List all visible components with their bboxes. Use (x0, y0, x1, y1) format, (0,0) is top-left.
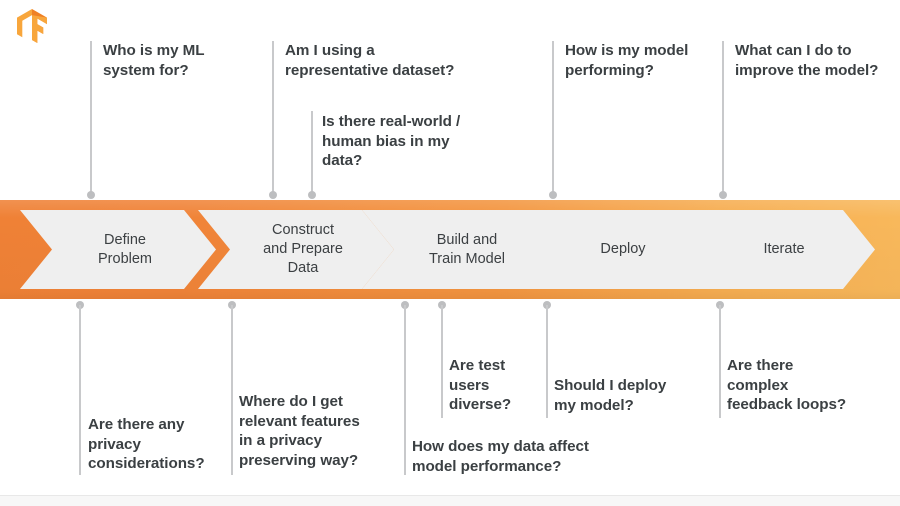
connector-dot-above-1 (87, 191, 95, 199)
pipeline-step-build-and-train-model[interactable]: Build and Train Model (362, 210, 558, 289)
connector-dot-above-5 (719, 191, 727, 199)
pipeline-step-label: Construct and Prepare Data (263, 222, 343, 276)
question-above-4: How is my model performing? (565, 42, 689, 79)
question-below-6: Are there complex feedback loops? (727, 357, 847, 414)
connector-line-above-4 (552, 41, 554, 195)
connector-line-below-1 (79, 305, 81, 475)
question-above-2: Am I using a representative dataset? (285, 42, 455, 79)
connector-line-below-6 (719, 305, 721, 418)
ml-workflow-band: Define Problem Construct and Prepare Dat… (0, 200, 900, 299)
connector-line-above-5 (722, 41, 724, 195)
pipeline-step-construct-and-prepare-data[interactable]: Construct and Prepare Data (198, 210, 394, 289)
question-below-3: How does my data affect model performanc… (412, 438, 589, 475)
pipeline-step-label: Build and Train Model (428, 231, 506, 267)
connector-dot-above-2 (269, 191, 277, 199)
pipeline-step-define-problem[interactable]: Define Problem (20, 210, 216, 289)
question-below-5: Should I deploy my model? (554, 377, 667, 414)
connector-line-below-5 (546, 305, 548, 418)
pipeline-step-iterate[interactable]: Iterate (679, 210, 875, 289)
question-below-4: Are test users diverse? (449, 357, 512, 414)
pipeline-step-deploy[interactable]: Deploy (518, 210, 714, 289)
question-above-3: Is there real-world / human bias in my d… (322, 113, 461, 170)
footer-strip (0, 495, 900, 506)
tensorflow-logo (17, 9, 47, 43)
pipeline-step-label: Define Problem (98, 231, 152, 267)
connector-line-above-3 (311, 111, 313, 195)
connector-line-below-4 (441, 305, 443, 418)
connector-line-below-3 (404, 305, 406, 475)
connector-line-below-2 (231, 305, 233, 475)
connector-line-above-2 (272, 41, 274, 195)
connector-dot-above-3 (308, 191, 316, 199)
connector-line-above-1 (90, 41, 92, 195)
pipeline-step-label: Deploy (600, 241, 646, 257)
connector-dot-above-4 (549, 191, 557, 199)
question-above-1: Who is my ML system for? (103, 42, 205, 79)
question-below-2: Where do I get relevant features in a pr… (239, 393, 360, 469)
question-below-1: Are there any privacy considerations? (88, 416, 205, 473)
pipeline-step-label: Iterate (763, 241, 805, 257)
question-above-5: What can I do to improve the model? (735, 42, 879, 79)
